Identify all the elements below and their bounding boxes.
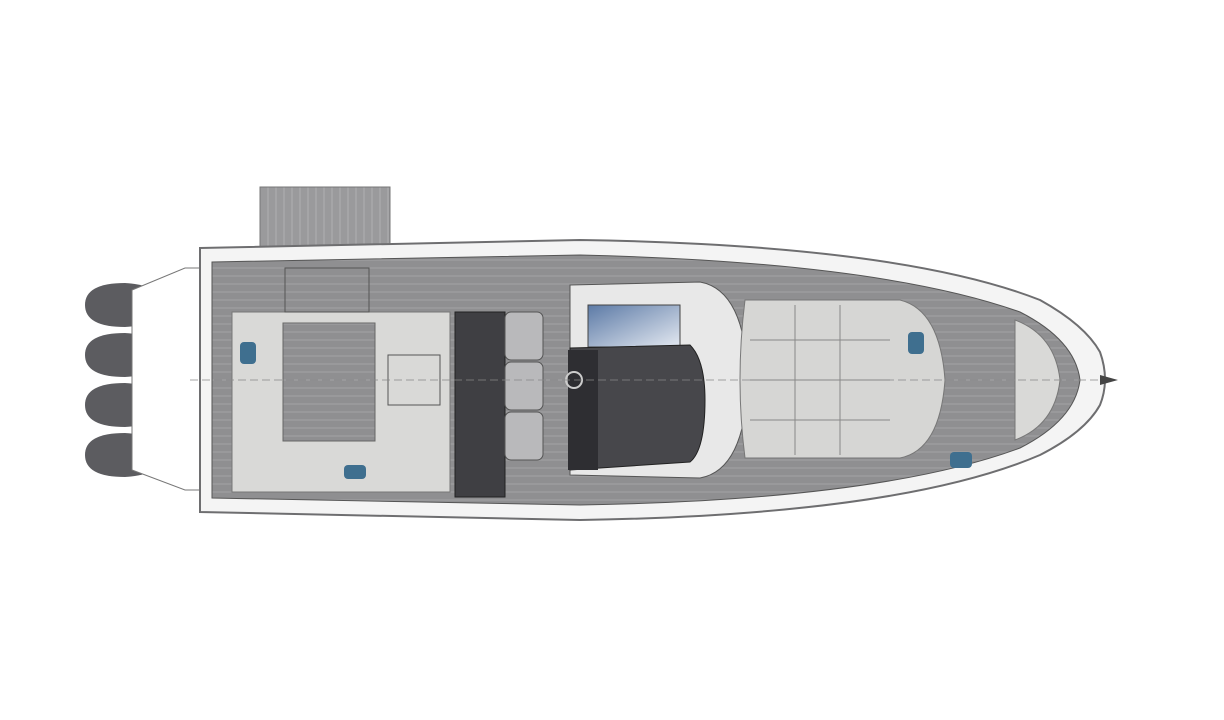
forward-lounge bbox=[739, 299, 946, 459]
helm-seats bbox=[504, 311, 544, 461]
anchor-icon bbox=[1100, 375, 1118, 385]
cushion-blue-aft2 bbox=[344, 465, 366, 479]
helm-bench bbox=[454, 311, 506, 498]
sunpad bbox=[282, 322, 376, 442]
cushion-blue-aft bbox=[240, 342, 256, 364]
cushion-blue-fwd bbox=[908, 332, 924, 354]
helm-console bbox=[569, 344, 706, 471]
dashboard bbox=[568, 350, 598, 470]
windscreen bbox=[587, 304, 681, 348]
swim-platform bbox=[259, 186, 391, 248]
aft-hatch bbox=[284, 267, 370, 313]
cushion-blue-fwd2 bbox=[950, 452, 972, 468]
transom-bracket bbox=[131, 267, 206, 491]
